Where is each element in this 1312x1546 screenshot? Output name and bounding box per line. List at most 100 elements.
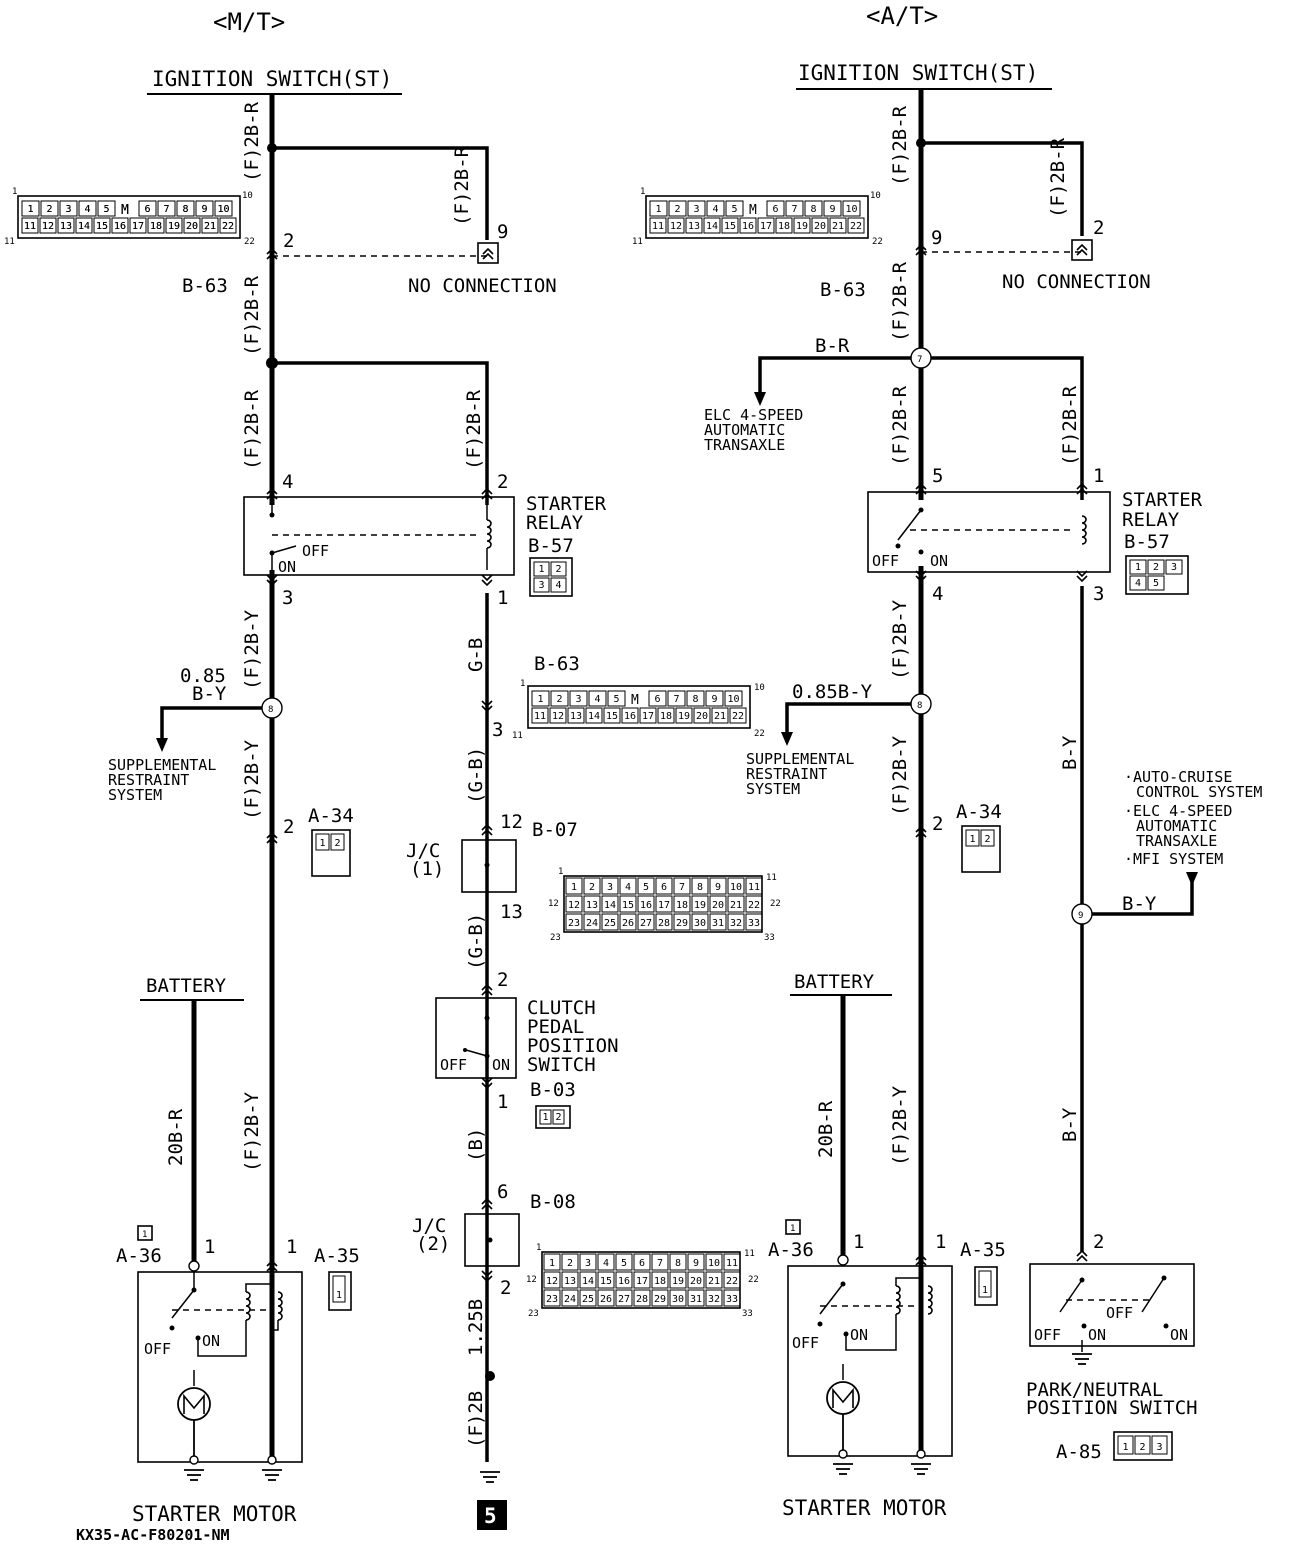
connector-pin-label: 1: [982, 1285, 988, 1296]
mt-a36-label: A-36: [116, 1245, 162, 1267]
connector-pin: [775, 217, 793, 234]
connector-pin-label: 20: [814, 221, 826, 232]
connector-pin-label: 6: [639, 1258, 645, 1269]
svg-text:22: 22: [748, 1275, 759, 1285]
mt-starter-motor-label: STARTER MOTOR: [132, 1502, 297, 1526]
at-wire-by-2: B-Y: [1122, 893, 1157, 915]
connector-pin: [685, 217, 703, 234]
connector-pin-label: 2: [46, 204, 52, 215]
at-section: <A/T> IGNITION SWITCH(ST) (F)2B-R (F)2B-…: [632, 2, 1262, 1520]
connector-pin-label: 5: [731, 204, 737, 215]
mt-a35-pin: 1: [286, 1236, 297, 1258]
at-wire-br-label: B-R: [815, 335, 850, 357]
connector-pin-label: 15: [600, 1276, 612, 1287]
connector-pin: [793, 217, 811, 234]
at-joint-9: [1071, 903, 1093, 925]
connector-pin-label: 19: [168, 221, 180, 232]
connector-pin: [39, 217, 57, 234]
connector-pin-label: 7: [163, 204, 169, 215]
connector-pin-label: 12: [546, 1276, 558, 1287]
connector-pin: [651, 1271, 669, 1289]
connector-pin: [1151, 1435, 1168, 1455]
svg-text:11: 11: [4, 237, 15, 247]
connector-pin-label: 2: [1139, 1442, 1145, 1453]
at-battery-label: BATTERY: [794, 971, 875, 993]
connector-pin-label: 22: [222, 221, 234, 232]
mt-jc2-pin-6: 6: [497, 1181, 508, 1203]
connector-pin: [607, 690, 626, 707]
connector-pin-label: 13: [586, 900, 598, 911]
connector-pin-label: 10: [730, 882, 742, 893]
connector-pin: [745, 913, 763, 931]
mt-wire-label-4: (F)2B-R: [241, 389, 263, 470]
at-elc-label-2: AUTOMATIC: [704, 421, 785, 439]
at-srs-label-2: RESTRAINT: [746, 765, 827, 783]
connector-pin: [667, 217, 685, 234]
connector-pin: [615, 1253, 633, 1271]
at-wire-relay-coil: [931, 356, 1084, 500]
at-motor-on: ON: [850, 1326, 868, 1344]
connector-pin-label: 5: [103, 204, 109, 215]
svg-text:1: 1: [640, 187, 645, 197]
connector-pin: [550, 577, 567, 593]
connector-pin-label: 5: [621, 1258, 627, 1269]
connector-pin-label: 33: [748, 918, 760, 929]
connector-pin-label: 18: [150, 221, 162, 232]
mt-arrow-srs: [156, 738, 168, 752]
connector-pin: [21, 217, 39, 234]
connector-pin-label: 20: [696, 711, 708, 722]
connector-pin-label: 5: [643, 882, 649, 893]
connector-pin-label: 21: [204, 221, 216, 232]
connector-pin-label: 19: [678, 711, 690, 722]
mt-motor-off: OFF: [144, 1340, 171, 1358]
connector-pin: [565, 913, 583, 931]
mt-b07-label: B-07: [532, 819, 578, 841]
at-elc-label-3: TRANSAXLE: [704, 436, 785, 454]
connector-pin-label: 10: [708, 1258, 720, 1269]
at-wire-20br: 20B-R: [815, 1100, 837, 1158]
connector-pin: [648, 690, 667, 707]
connector-pin-label: 31: [690, 1294, 702, 1305]
connector-pin: [165, 217, 183, 234]
connector-pin-label: 14: [582, 1276, 594, 1287]
connector-pin-label: 1: [969, 834, 975, 845]
connector-pin: [615, 1289, 633, 1307]
connector-pin-label: 6: [654, 694, 660, 705]
connector-pin-label: 1: [319, 838, 325, 849]
connector-pin: [675, 707, 693, 724]
svg-text:1: 1: [536, 1243, 541, 1253]
connector-pin: [332, 1275, 346, 1303]
at-park-neutral-switch: OFF ON OFF ON: [1029, 1263, 1195, 1365]
connector-pin-label: 3: [1171, 562, 1177, 573]
mt-clutch-on: ON: [492, 1056, 510, 1074]
connector-pin: [550, 690, 569, 707]
connector-pin-label: 14: [78, 221, 90, 232]
connector-pin: [709, 913, 727, 931]
connector-pin-label: 13: [564, 1276, 576, 1287]
svg-text:1: 1: [142, 1230, 147, 1240]
connector-pin-label: 14: [78, 221, 90, 232]
mt-relay-pin-1: 1: [497, 587, 508, 609]
connector-pin: [549, 707, 567, 724]
connector-pin: [138, 200, 157, 217]
at-relay-pin-4: 4: [932, 583, 943, 605]
connector-pin-label: 4: [603, 1258, 609, 1269]
at-pn-label-1: PARK/NEUTRAL: [1026, 1379, 1163, 1401]
at-b63-pin-9: 9: [931, 227, 942, 249]
connector-pin: [669, 1271, 687, 1289]
connector-pin-label: 18: [778, 221, 790, 232]
mt-clutch-label-3: POSITION: [527, 1035, 619, 1057]
mt-heading: <M/T>: [213, 8, 285, 36]
connector-pin-label: 20: [186, 221, 198, 232]
svg-text:11: 11: [766, 873, 777, 883]
connector-pin-label: 22: [726, 1276, 738, 1287]
connector-pin-label: 7: [679, 882, 685, 893]
connector-pin: [693, 707, 711, 724]
mt-relay-pin-2: 2: [497, 471, 508, 493]
mt-no-connection-terminal: [477, 242, 499, 264]
connector-pin-label: 14: [706, 221, 718, 232]
mt-clutch-label-2: PEDAL: [527, 1016, 584, 1038]
connector-pin-label: 7: [791, 204, 797, 215]
